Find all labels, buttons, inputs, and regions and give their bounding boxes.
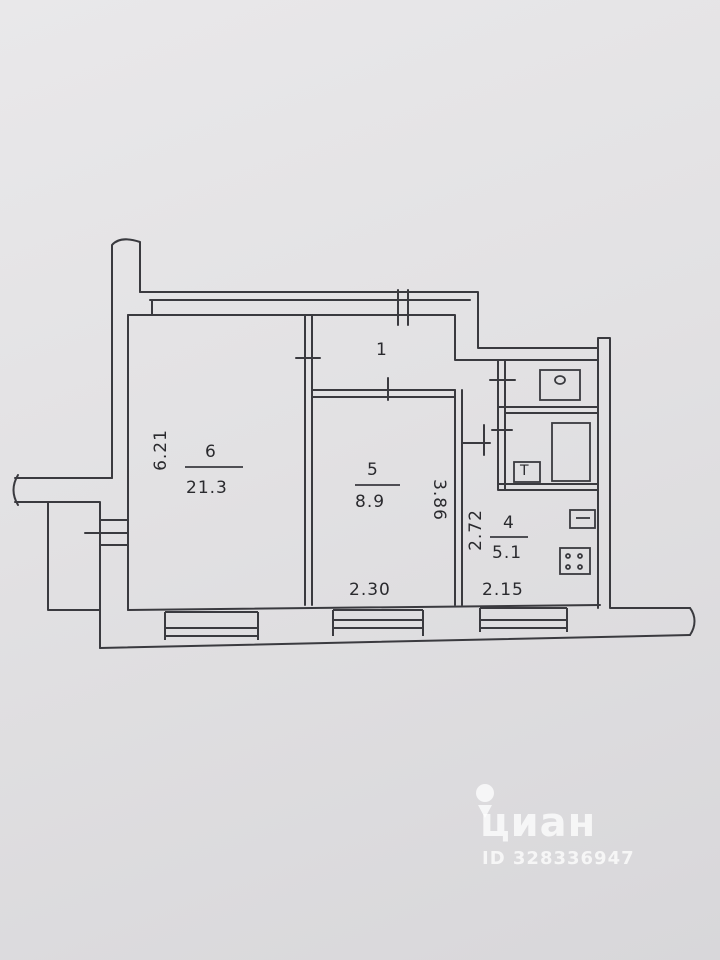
partition-6-5	[304, 314, 313, 606]
room6-area: 21.3	[186, 478, 228, 498]
kitchen-sink	[569, 509, 596, 529]
partition-hall	[311, 389, 456, 398]
room4-height-dimension: 2.72	[465, 509, 486, 551]
door-marks	[295, 289, 516, 456]
outer-wall-top	[139, 291, 471, 316]
room5-height-dimension: 3.86	[428, 479, 449, 521]
cian-logo-icon	[476, 784, 494, 818]
room6-height-dimension: 6.21	[150, 429, 171, 471]
room5-number: 5	[367, 460, 379, 480]
window-room6	[164, 611, 259, 640]
window-room4	[479, 607, 568, 632]
inner-wall-top	[127, 314, 599, 361]
room4-area: 5.1	[492, 543, 523, 563]
toilet-bowl	[554, 375, 566, 385]
room4-number: 4	[503, 513, 515, 533]
watermark-id: ID 328336947	[482, 848, 635, 869]
room1-number: 1	[376, 340, 388, 360]
bathroom-walls	[497, 359, 599, 491]
window-room5	[332, 609, 424, 636]
toilet-tank-label: T	[520, 463, 530, 479]
outer-wall-bottom	[99, 604, 691, 649]
room5-width-dimension: 2.30	[349, 580, 391, 600]
room5-area: 8.9	[355, 492, 386, 512]
bathtub	[551, 422, 591, 482]
outer-wall-right	[597, 337, 691, 609]
room4-width-dimension: 2.15	[482, 580, 524, 600]
outer-wall-left	[111, 238, 141, 479]
toilet-tank	[539, 369, 581, 401]
watermark-brand: циан	[480, 800, 597, 846]
room6-number: 6	[205, 442, 217, 462]
partition-5-4	[454, 389, 463, 606]
stove	[559, 547, 591, 575]
washbasin	[513, 461, 541, 483]
left-annex	[14, 477, 113, 649]
